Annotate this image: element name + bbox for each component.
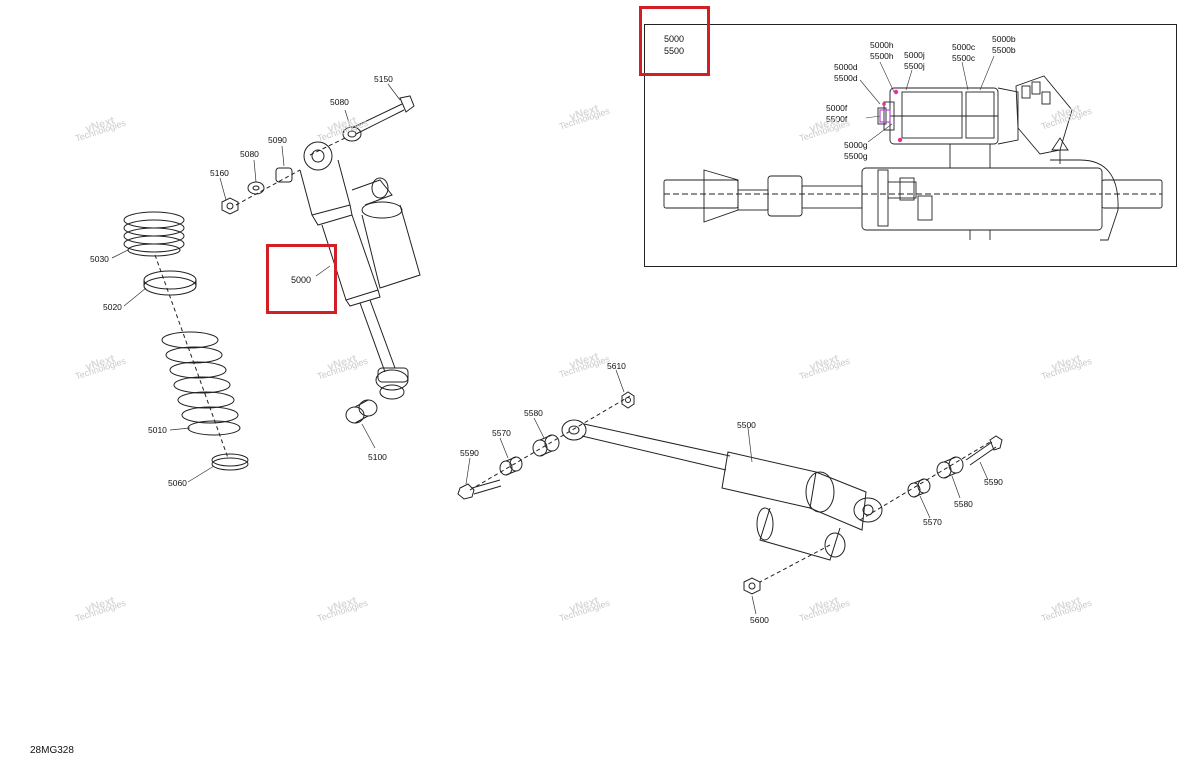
detail-label-5000h[interactable]: 5000h	[870, 40, 894, 50]
figure-code: 28MG328	[30, 745, 74, 756]
detail-label-5500c[interactable]: 5500c	[952, 53, 976, 63]
bushing-5100	[345, 399, 378, 424]
part-label-5590-left[interactable]: 5590	[460, 448, 479, 458]
spacer-5570-right	[907, 478, 931, 498]
callout-main-label: 5000	[291, 275, 312, 285]
part-label-5570-right[interactable]: 5570	[923, 517, 942, 527]
detail-label-5000g[interactable]: 5000g	[844, 140, 868, 150]
part-label-5060[interactable]: 5060	[168, 478, 187, 488]
detail-label-5000j[interactable]: 5000j	[904, 50, 925, 60]
detail-label-5500g[interactable]: 5500g	[844, 151, 868, 161]
spring-seat-5020	[143, 270, 197, 296]
part-label-5580-right[interactable]: 5580	[954, 499, 973, 509]
bolt-5590-right	[965, 435, 1003, 466]
nut-5600	[743, 577, 761, 595]
detail-label-5500j[interactable]: 5500j	[904, 61, 925, 71]
detail-markers	[879, 89, 903, 143]
part-label-5030[interactable]: 5030	[90, 254, 109, 264]
part-label-5500[interactable]: 5500	[737, 420, 756, 430]
bushing-5580-left	[532, 434, 560, 457]
nut-5610	[621, 391, 635, 409]
detail-label-5000c[interactable]: 5000c	[952, 42, 976, 52]
bushing-5090	[275, 167, 293, 183]
detail-label-5500f[interactable]: 5500f	[826, 114, 848, 124]
part-label-5150[interactable]: 5150	[374, 74, 393, 84]
part-label-5580-left[interactable]: 5580	[524, 408, 543, 418]
part-label-5160[interactable]: 5160	[210, 168, 229, 178]
leader-lines	[111, 83, 989, 615]
spacer-5570-left	[499, 456, 523, 476]
spring-retainer-5060	[211, 453, 249, 471]
washer-5080-top	[342, 126, 362, 142]
part-label-5010[interactable]: 5010	[148, 425, 167, 435]
detail-label-5500d[interactable]: 5500d	[834, 73, 858, 83]
callout-box-main[interactable]: 5000	[266, 244, 337, 314]
part-label-5610[interactable]: 5610	[607, 361, 626, 371]
part-label-5080-top[interactable]: 5080	[330, 97, 349, 107]
shock-absorber-5500	[561, 419, 883, 561]
callout-box-detail[interactable]: 5000 5500	[639, 6, 710, 76]
part-label-5100[interactable]: 5100	[368, 452, 387, 462]
detail-label-5500b[interactable]: 5500b	[992, 45, 1016, 55]
callout-detail-label-2: 5500	[664, 46, 685, 56]
detail-label-5000b[interactable]: 5000b	[992, 34, 1016, 44]
callout-detail-label-1: 5000	[664, 34, 685, 44]
spring-5030	[123, 211, 185, 257]
nut-5160	[221, 197, 239, 215]
detail-label-5000f[interactable]: 5000f	[826, 103, 848, 113]
part-label-5590-right[interactable]: 5590	[984, 477, 1003, 487]
bolt-5150	[351, 95, 415, 135]
washer-5080-left	[247, 181, 265, 195]
part-label-5600[interactable]: 5600	[750, 615, 769, 625]
part-label-5090[interactable]: 5090	[268, 135, 287, 145]
detail-label-5500h[interactable]: 5500h	[870, 51, 894, 61]
detail-inset-frame	[644, 24, 1177, 267]
detail-label-5000d[interactable]: 5000d	[834, 62, 858, 72]
part-label-5570-left[interactable]: 5570	[492, 428, 511, 438]
bushing-5580-right	[936, 456, 964, 479]
part-label-5080-left[interactable]: 5080	[240, 149, 259, 159]
part-label-5020[interactable]: 5020	[103, 302, 122, 312]
bolt-5590-left	[457, 479, 502, 500]
